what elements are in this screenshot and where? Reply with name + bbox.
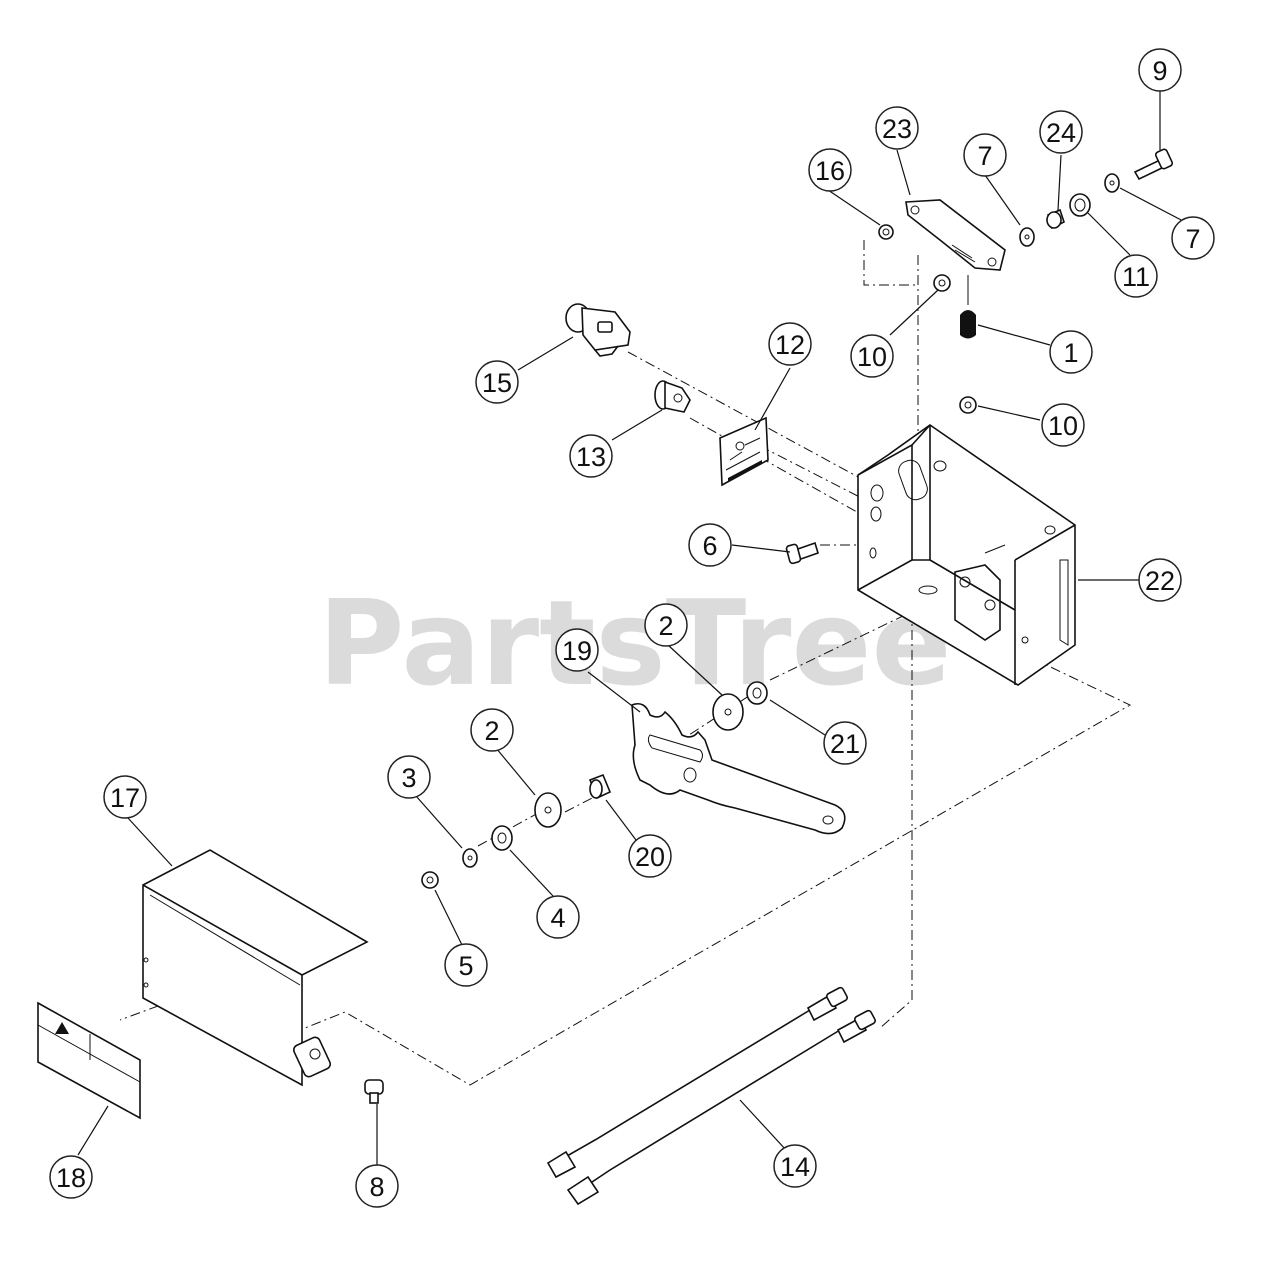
part-17-cover <box>142 849 369 1087</box>
svg-text:21: 21 <box>830 729 860 759</box>
part-10-nut-upper <box>933 274 951 292</box>
callout-24: 24 <box>1039 110 1083 154</box>
part-10-nut-lower <box>959 396 977 414</box>
svg-text:3: 3 <box>401 763 416 793</box>
callout-11: 11 <box>1114 254 1158 298</box>
part-6-bolt <box>785 541 819 565</box>
part-23-plate <box>905 199 1006 271</box>
callout-7b: 7 <box>1171 216 1215 260</box>
svg-text:11: 11 <box>1122 262 1150 292</box>
svg-text:7: 7 <box>1185 224 1200 254</box>
svg-text:1: 1 <box>1063 338 1078 368</box>
callout-8: 8 <box>355 1164 399 1208</box>
svg-text:23: 23 <box>882 114 912 144</box>
callout-22: 22 <box>1138 558 1182 602</box>
part-16-nut <box>878 224 894 240</box>
part-4-washer <box>491 825 513 851</box>
svg-text:4: 4 <box>550 903 565 933</box>
callout-16: 16 <box>808 148 852 192</box>
svg-text:17: 17 <box>110 783 140 813</box>
svg-text:10: 10 <box>857 342 887 372</box>
callout-13: 13 <box>569 434 613 478</box>
part-12-decal <box>719 416 769 487</box>
svg-text:2: 2 <box>658 611 673 641</box>
svg-text:22: 22 <box>1145 566 1175 596</box>
svg-text:2: 2 <box>484 716 499 746</box>
part-14-cable-assembly <box>546 986 876 1206</box>
svg-text:24: 24 <box>1046 118 1076 148</box>
part-1-knob <box>960 275 976 339</box>
callout-5: 5 <box>444 943 488 987</box>
callout-17: 17 <box>103 775 147 819</box>
callout-18: 18 <box>49 1155 93 1199</box>
part-21-spacer <box>746 681 768 705</box>
part-7-washer-left <box>1019 227 1035 247</box>
callout-2b: 2 <box>470 708 514 752</box>
part-19-lever <box>631 702 846 835</box>
svg-text:19: 19 <box>562 636 592 666</box>
part-18-warning-label <box>37 1001 141 1120</box>
callout-9: 9 <box>1138 48 1182 92</box>
part-13-lamp <box>654 380 691 413</box>
part-11-bushing <box>1069 193 1091 217</box>
part-8-screw <box>364 1079 384 1104</box>
callout-2a: 2 <box>644 603 688 647</box>
part-2-washer-lower <box>534 792 562 828</box>
svg-text:13: 13 <box>576 442 606 472</box>
watermark: PartsTree <box>318 574 952 712</box>
part-7-washer-right <box>1104 173 1120 193</box>
part-24-spacer <box>1046 208 1065 230</box>
part-5-nut <box>421 871 439 889</box>
svg-text:16: 16 <box>815 156 845 186</box>
callout-21: 21 <box>823 721 867 765</box>
part-15-switch <box>565 303 631 357</box>
callout-6: 6 <box>688 523 732 567</box>
callout-20: 20 <box>628 834 672 878</box>
leader-lines <box>77 90 1186 1165</box>
part-20-spacer <box>588 773 612 800</box>
svg-text:18: 18 <box>56 1163 86 1193</box>
svg-text:12: 12 <box>775 330 805 360</box>
svg-text:15: 15 <box>482 368 512 398</box>
part-2-washer-upper <box>712 693 744 731</box>
svg-text:7: 7 <box>977 141 992 171</box>
callout-23: 23 <box>875 106 919 150</box>
callout-7a: 7 <box>963 133 1007 177</box>
svg-text:8: 8 <box>369 1172 384 1202</box>
callout-10a: 10 <box>850 334 894 378</box>
svg-text:10: 10 <box>1048 411 1078 441</box>
svg-text:6: 6 <box>702 531 717 561</box>
svg-text:20: 20 <box>635 842 665 872</box>
svg-text:14: 14 <box>780 1152 810 1182</box>
svg-text:5: 5 <box>458 951 473 981</box>
callout-14: 14 <box>773 1144 817 1188</box>
callout-19: 19 <box>555 628 599 672</box>
callout-10b: 10 <box>1041 403 1085 447</box>
part-3-washer <box>462 848 478 868</box>
callout-12: 12 <box>768 322 812 366</box>
part-9-bolt <box>1133 148 1174 181</box>
svg-text:9: 9 <box>1152 56 1167 86</box>
callout-1: 1 <box>1049 330 1093 374</box>
part-22-mounting-bracket <box>857 424 1076 686</box>
callout-3: 3 <box>387 755 431 799</box>
callout-4: 4 <box>536 895 580 939</box>
callout-15: 15 <box>475 360 519 404</box>
